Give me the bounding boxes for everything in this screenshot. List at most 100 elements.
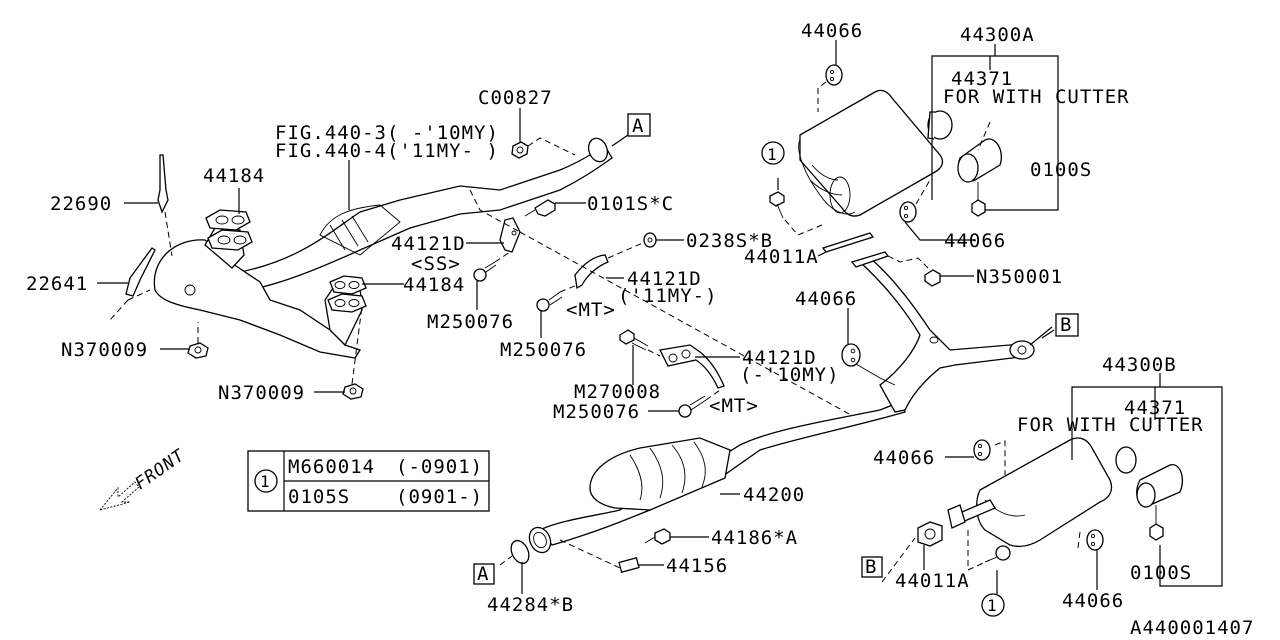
rear-muffler-44300b[interactable] (947, 437, 1137, 547)
bolt-m250076-c[interactable] (678, 395, 707, 418)
nut-c00827[interactable] (511, 141, 529, 159)
hanger-44066-b2[interactable] (1086, 529, 1104, 551)
label-44184-mid[interactable]: 44184 (403, 274, 465, 296)
label-0100s-a[interactable]: 0100S (1030, 159, 1092, 181)
nut-n350001[interactable] (924, 269, 941, 287)
label-44066-mid[interactable]: 44066 (795, 288, 857, 310)
label-n370009-a[interactable]: N370009 (61, 339, 148, 361)
hanger-44066-mid[interactable] (841, 343, 861, 367)
label-note-11my: ('11MY-) (618, 285, 718, 307)
bracket-44121d-ss[interactable] (499, 217, 521, 253)
hanger-44066-b1[interactable] (973, 439, 991, 461)
label-44186-a[interactable]: 44186*A (711, 527, 798, 549)
label-c00827[interactable]: C00827 (478, 87, 553, 109)
ref-circle-1-b[interactable]: 1 (981, 593, 1005, 617)
label-m270008[interactable]: M270008 (574, 381, 661, 403)
nut-0238s-b[interactable] (643, 232, 657, 248)
ref-box-a-top[interactable]: A (627, 113, 651, 137)
label-44121d-11my[interactable]: 44121D (627, 268, 702, 290)
label-0100s-b[interactable]: 0100S (1130, 562, 1192, 584)
label-44066-b2[interactable]: 44066 (1062, 590, 1124, 612)
label-fig-440-3[interactable]: FIG.440-3( -'10MY) (275, 122, 499, 144)
label-note-mt-a: <MT> (566, 299, 616, 321)
label-44284-b[interactable]: 44284*B (487, 594, 574, 616)
label-m250076-a[interactable]: M250076 (427, 311, 514, 333)
label-n370009-b[interactable]: N370009 (218, 382, 305, 404)
legend-row-1-range: (-0901) (396, 456, 483, 478)
front-direction-indicator: FRONT (98, 445, 190, 511)
ref-circle-1-a-label: 1 (767, 145, 778, 164)
label-44066-b1[interactable]: 44066 (873, 447, 935, 469)
cutter-44371-a[interactable] (957, 138, 1002, 183)
label-44011a-bottom[interactable]: 44011A (895, 570, 970, 592)
ref-box-a-top-label: A (632, 115, 644, 137)
label-n350001[interactable]: N350001 (976, 266, 1063, 288)
label-44156[interactable]: 44156 (666, 555, 728, 577)
bolt-ref-1-a[interactable] (769, 191, 785, 219)
cutter-44371-b[interactable] (1136, 464, 1184, 508)
spring-44156[interactable] (618, 557, 640, 573)
y-pipe-assembly[interactable] (850, 251, 1035, 413)
hanger-44066-a2[interactable] (899, 201, 917, 223)
label-44184-top[interactable]: 44184 (203, 165, 265, 187)
ref-box-b-top[interactable]: B (1055, 313, 1079, 337)
gasket-44011a-bottom[interactable] (917, 521, 943, 547)
nut-n370009-a[interactable] (187, 342, 209, 359)
ref-circle-1-a[interactable]: 1 (761, 141, 785, 165)
nut-n370009-b[interactable] (342, 383, 364, 400)
legend-table: 1 M660014 (-0901) 0105S (0901-) (247, 450, 490, 512)
label-44066-top[interactable]: 44066 (801, 20, 863, 42)
front-label: FRONT (131, 445, 189, 494)
label-44371-b[interactable]: 44371 (1124, 397, 1186, 419)
label-44371-a[interactable]: 44371 (951, 68, 1013, 90)
front-arrow-icon (98, 481, 140, 511)
label-44300b[interactable]: 44300B (1102, 354, 1177, 376)
bolt-ref-1-b[interactable] (984, 545, 1011, 563)
label-44121d-ss[interactable]: 44121D (391, 233, 466, 255)
ref-circle-1-b-label: 1 (987, 596, 998, 615)
leader-lines (97, 40, 1223, 594)
bolt-m270008[interactable] (619, 329, 649, 351)
legend-row-2-range: (0901-) (396, 486, 483, 508)
bolt-0100s-b[interactable] (1149, 505, 1164, 541)
label-22690[interactable]: 22690 (50, 193, 112, 215)
rear-muffler-44300a[interactable] (798, 89, 953, 217)
legend-row-1-part: M660014 (288, 456, 375, 478)
label-44121d-10my[interactable]: 44121D (742, 347, 817, 369)
o2-sensor-22690[interactable] (157, 154, 169, 214)
front-exhaust-pipe-assembly[interactable] (153, 136, 613, 359)
label-note-ss: <SS> (411, 253, 461, 275)
label-m250076-b[interactable]: M250076 (500, 339, 587, 361)
clamp-44284-b[interactable] (508, 538, 533, 567)
label-44011a-top[interactable]: 44011A (744, 246, 819, 268)
legend-key: 1 (260, 472, 271, 491)
diagram-code: A440001407 (1130, 617, 1254, 639)
label-44300a[interactable]: 44300A (960, 24, 1035, 46)
label-44200[interactable]: 44200 (743, 484, 805, 506)
label-note-mt-b: <MT> (709, 395, 759, 417)
gasket-44011a-top[interactable] (821, 232, 875, 253)
label-for-with-cutter-b: FOR WITH CUTTER (1017, 414, 1204, 436)
label-m250076-c[interactable]: M250076 (553, 401, 640, 423)
bracket-44121d-10my[interactable] (659, 344, 725, 389)
bolt-44186-a[interactable] (644, 528, 671, 545)
label-note-10my: (-'10MY) (740, 364, 840, 386)
label-fig-440-4[interactable]: FIG.440-4('11MY- ) (275, 140, 499, 162)
bolt-m250076-b[interactable] (536, 291, 563, 312)
hanger-44066-top[interactable] (825, 64, 843, 86)
label-22641[interactable]: 22641 (26, 273, 88, 295)
label-0101s-c[interactable]: 0101S*C (587, 193, 674, 215)
bolt-0101s-c[interactable] (524, 199, 556, 217)
label-for-with-cutter-a: FOR WITH CUTTER (943, 86, 1130, 108)
label-44066-a2[interactable]: 44066 (944, 230, 1006, 252)
ref-box-b-bottom-label: B (865, 556, 877, 578)
ref-box-a-bottom-label: A (477, 563, 489, 585)
o2-sensor-22641[interactable] (125, 247, 156, 297)
ref-box-a-bottom[interactable]: A (473, 563, 495, 585)
label-0238s-b[interactable]: 0238S*B (686, 230, 773, 252)
bolt-m250076-a[interactable] (473, 261, 497, 282)
bolt-0100s-a[interactable] (971, 182, 986, 217)
ref-box-b-bottom[interactable]: B (861, 556, 883, 578)
